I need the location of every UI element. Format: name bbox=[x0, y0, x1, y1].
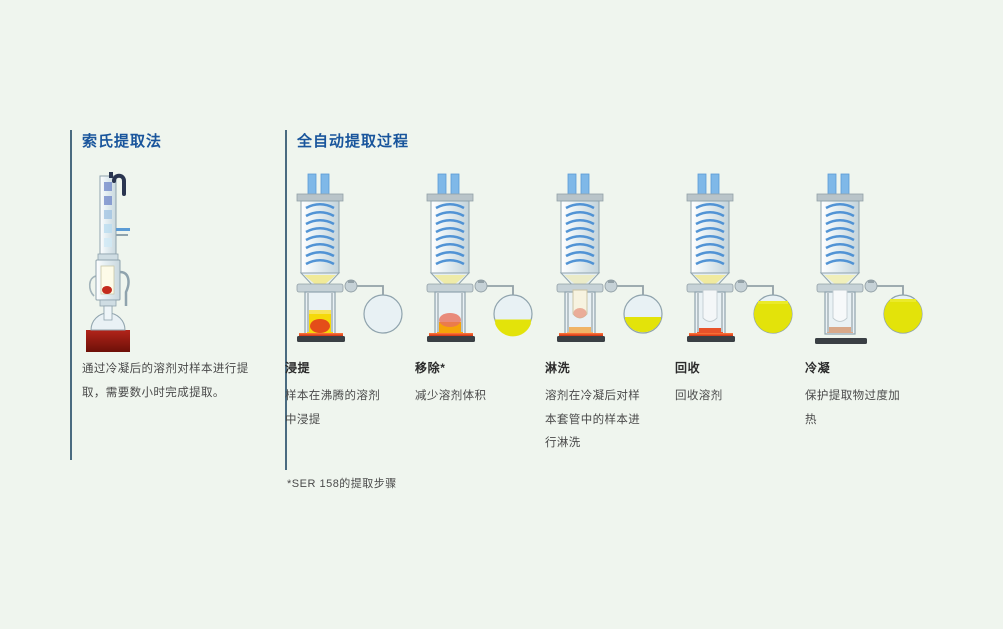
soxhlet-section: 索氏提取法 bbox=[70, 130, 260, 470]
step-description: 溶剂在冷凝后对样本套管中的样本进行淋洗 bbox=[545, 390, 641, 450]
soxhlet-section-rule bbox=[70, 130, 72, 460]
process-step: 浸提 样本在沸腾的溶剂中浸提 bbox=[285, 172, 415, 456]
process-section-header: 全自动提取过程 bbox=[285, 130, 975, 151]
extraction-step-removal-illustration bbox=[415, 172, 545, 347]
process-section-rule bbox=[285, 130, 287, 470]
step-label: 冷凝 bbox=[805, 361, 831, 375]
process-step-list: 浸提 样本在沸腾的溶剂中浸提 bbox=[285, 172, 975, 456]
step-label: 淋洗 bbox=[545, 361, 571, 375]
step-description: 保护提取物过度加热 bbox=[805, 390, 901, 426]
process-step: 回收 回收溶剂 bbox=[675, 172, 805, 456]
soxhlet-section-header: 索氏提取法 bbox=[70, 130, 260, 151]
extraction-step-immersion-illustration bbox=[285, 172, 415, 347]
soxhlet-caption: 通过冷凝后的溶剂对样本进行提取，需要数小时完成提取。 bbox=[82, 363, 249, 399]
process-step: 淋洗 溶剂在冷凝后对样本套管中的样本进行淋洗 bbox=[545, 172, 675, 456]
step-label: 回收 bbox=[675, 361, 701, 375]
extraction-step-condensation-illustration bbox=[805, 172, 935, 347]
step-description: 样本在沸腾的溶剂中浸提 bbox=[285, 390, 381, 426]
process-step: 冷凝 保护提取物过度加热 bbox=[805, 172, 935, 456]
step-label: 移除* bbox=[415, 361, 446, 375]
step-description: 回收溶剂 bbox=[675, 390, 723, 402]
soxhlet-apparatus-illustration bbox=[80, 172, 200, 352]
process-footnote: *SER 158的提取步骤 bbox=[287, 478, 397, 490]
soxhlet-title: 索氏提取法 bbox=[82, 133, 163, 150]
extraction-step-rinsing-illustration bbox=[545, 172, 675, 347]
process-step: 移除* 减少溶剂体积 bbox=[415, 172, 545, 456]
step-label: 浸提 bbox=[285, 361, 311, 375]
step-description: 减少溶剂体积 bbox=[415, 390, 487, 402]
process-title: 全自动提取过程 bbox=[297, 133, 410, 150]
process-section: 全自动提取过程 bbox=[285, 130, 975, 500]
extraction-step-recovery-illustration bbox=[675, 172, 805, 347]
